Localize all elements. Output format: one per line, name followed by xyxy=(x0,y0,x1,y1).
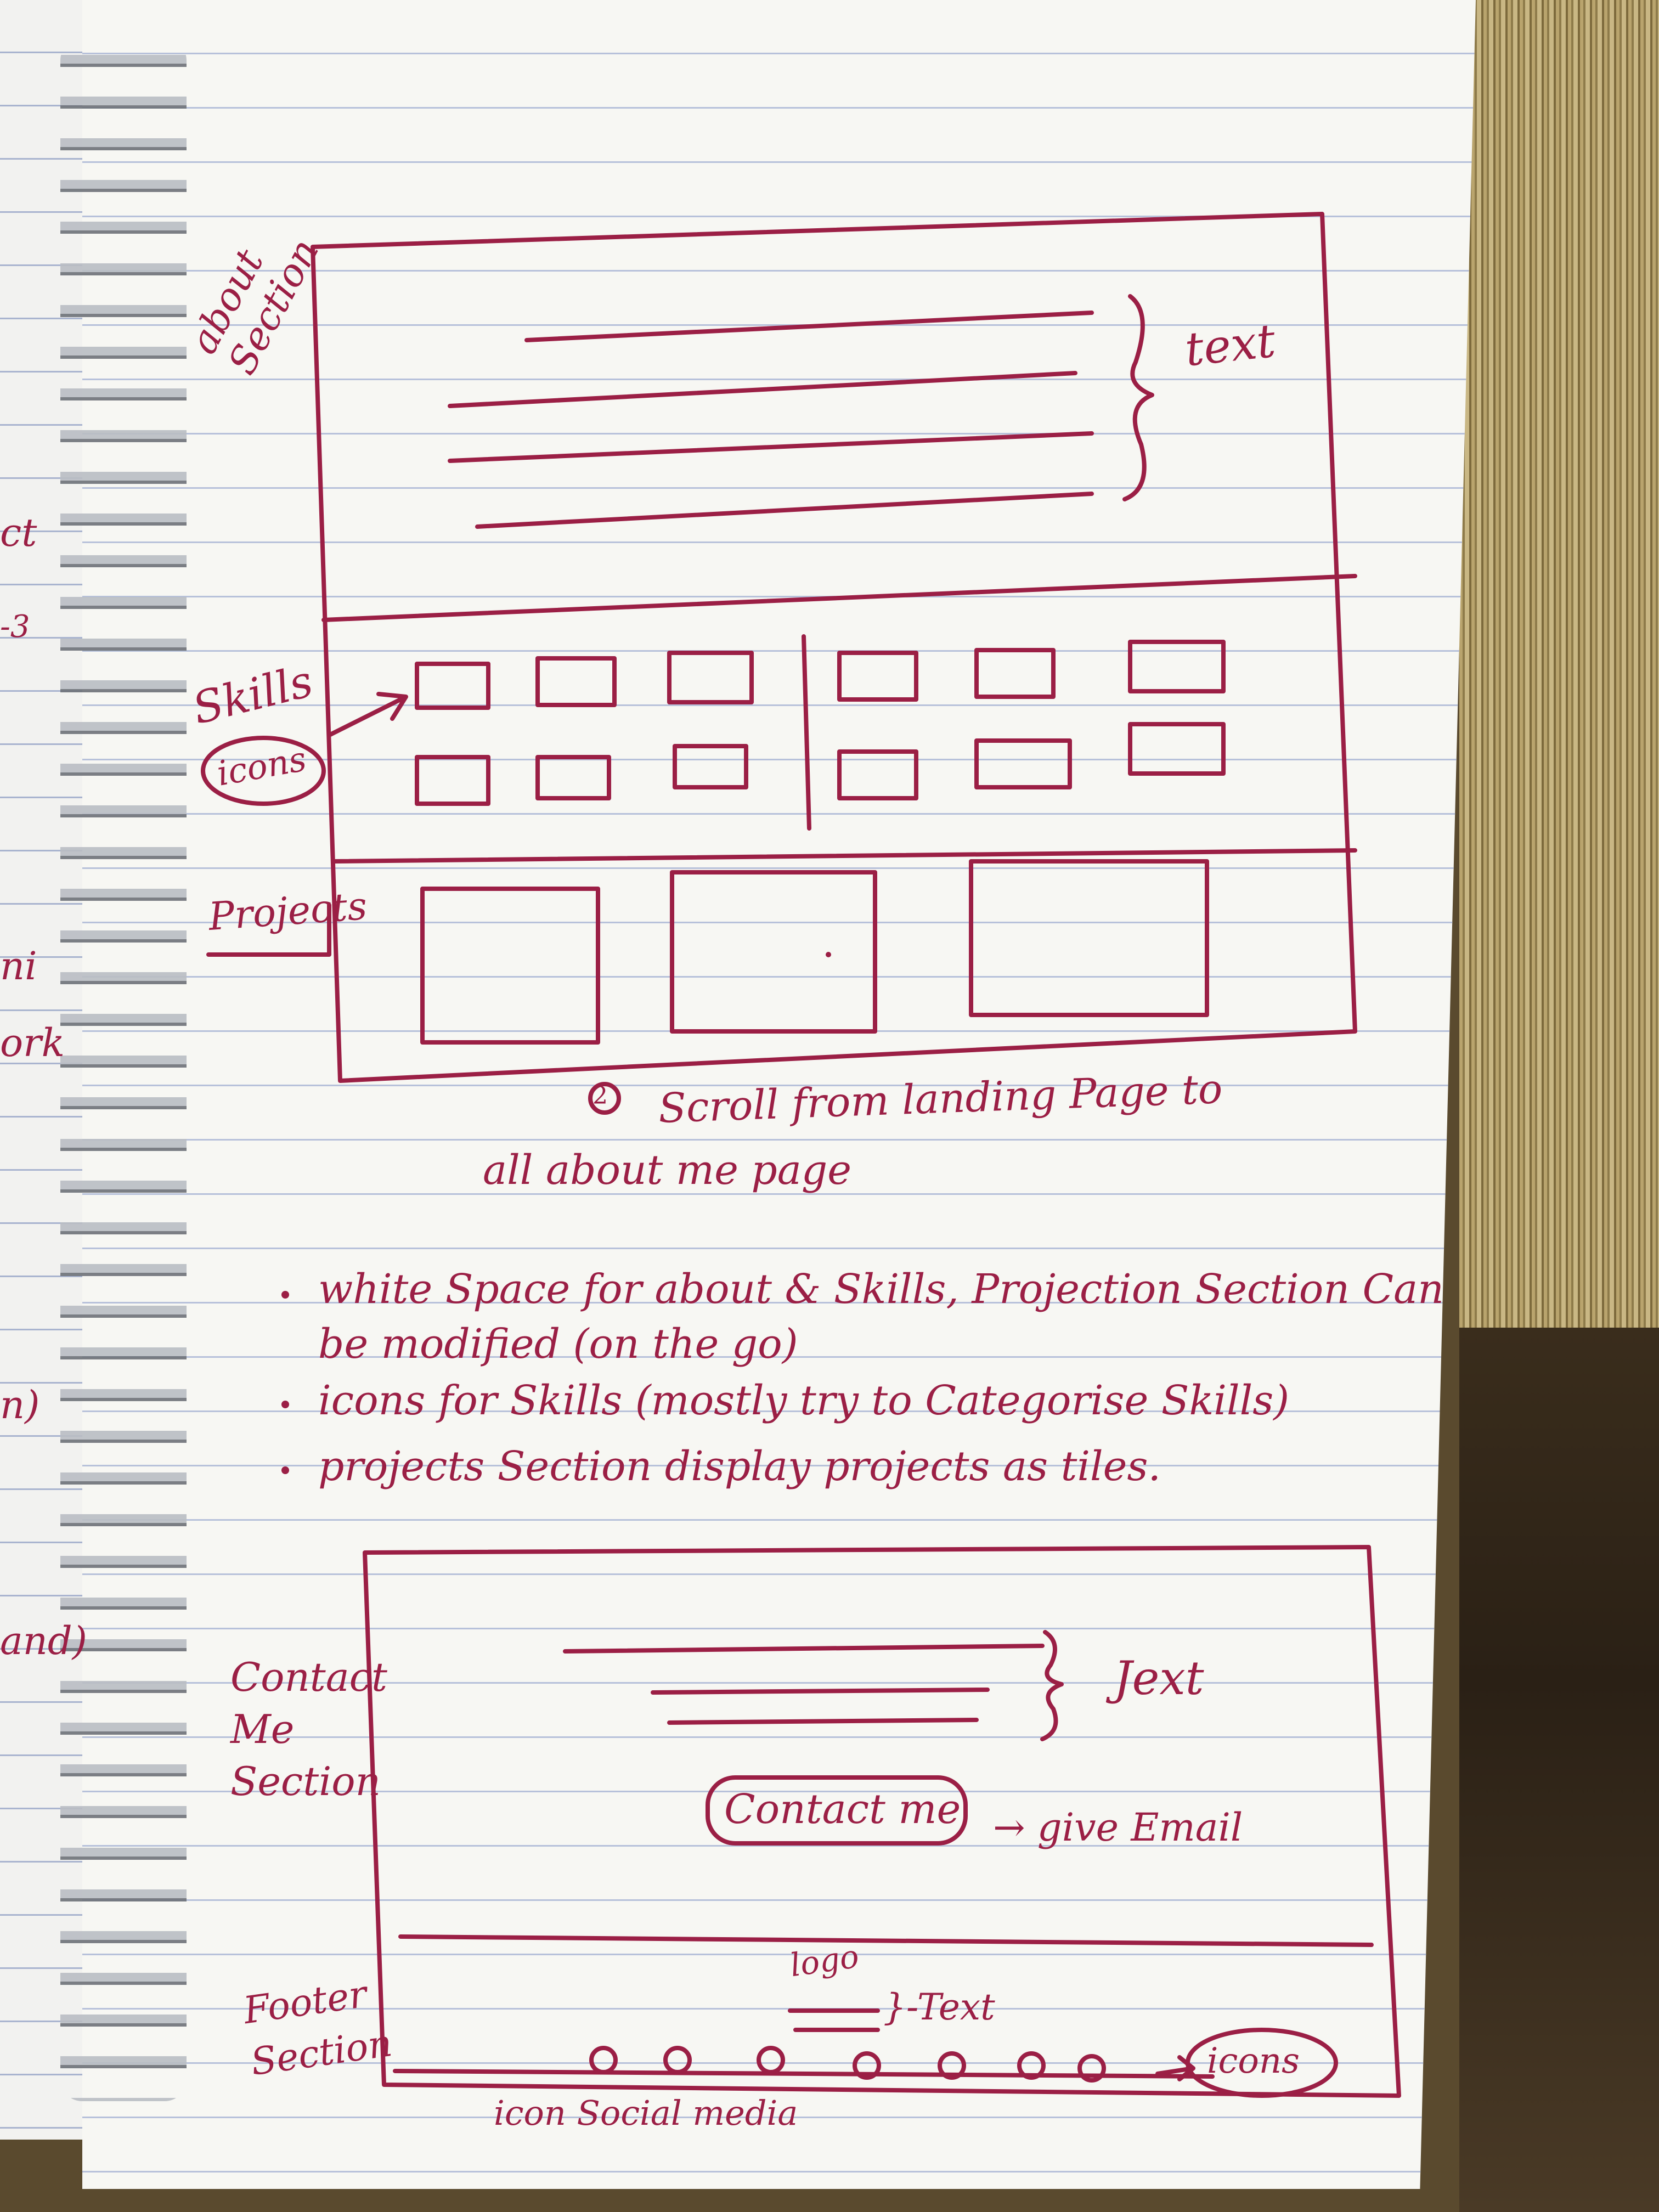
social-icon xyxy=(853,2051,881,2080)
social-media-note: icon Social media xyxy=(494,2093,798,2133)
text-brace-label: Jext xyxy=(1114,1651,1204,1705)
background-fabric xyxy=(1459,0,1659,1328)
skill-icon-box xyxy=(673,744,748,789)
scroll-note-number: 2 xyxy=(592,1082,608,1110)
skill-icon-box xyxy=(415,755,490,806)
skill-icon-box xyxy=(974,648,1056,699)
skill-icon-box xyxy=(974,738,1072,789)
footer-section-label: Footer Section xyxy=(241,1972,395,2085)
about-text-line xyxy=(448,431,1094,463)
bullet-dot xyxy=(281,1466,289,1474)
skill-icon-box xyxy=(1128,722,1226,776)
footer-baseline xyxy=(393,2069,1215,2079)
wireframe-outer-box xyxy=(311,212,1357,1083)
text-brace-label: text xyxy=(1182,313,1278,377)
about-text-line xyxy=(524,311,1094,342)
skill-icon-box xyxy=(415,662,490,710)
social-icon xyxy=(757,2046,785,2074)
about-text-line xyxy=(475,492,1094,529)
number-circle xyxy=(588,1082,621,1115)
bullet-dot xyxy=(281,1291,289,1299)
social-icon xyxy=(1077,2054,1106,2083)
contact-me-button[interactable]: Contact me xyxy=(724,1786,961,1833)
text-brace xyxy=(1040,1630,1064,1741)
social-icon xyxy=(663,2046,692,2074)
bullet-dot xyxy=(281,1401,289,1408)
about-text-line xyxy=(448,371,1077,408)
about-divider xyxy=(321,574,1357,622)
give-email-note: → give Email xyxy=(993,1805,1243,1850)
scroll-note-line2: all about me page xyxy=(483,1147,852,1194)
skill-icon-box xyxy=(1128,640,1226,693)
project-tile xyxy=(670,870,877,1034)
footer-divider xyxy=(398,1934,1374,1947)
skill-icon-box xyxy=(837,749,918,800)
spiral-binding xyxy=(60,38,187,2101)
skill-icon-box xyxy=(535,755,611,800)
icons-arrow xyxy=(327,692,408,737)
project-tile xyxy=(420,887,600,1045)
icons-circle xyxy=(201,736,326,806)
margin-scrap: n) xyxy=(0,1383,40,1427)
notebook-page xyxy=(82,0,1476,2189)
text-brace xyxy=(1122,294,1154,501)
skill-icon-box xyxy=(535,656,617,707)
margin-scrap: ork xyxy=(0,1020,65,1065)
contact-text-line xyxy=(667,1718,979,1725)
contact-text-line xyxy=(651,1688,990,1695)
margin-scrap: and) xyxy=(0,1618,87,1663)
bullet-item: white Space for about & Skills, Projecti… xyxy=(318,1266,1444,1368)
social-icon xyxy=(938,2051,966,2080)
bullet-item: projects Section display projects as til… xyxy=(318,1443,1161,1490)
dot-mark xyxy=(826,952,831,957)
footer-icons-label: icons xyxy=(1207,2041,1300,2081)
contact-text-line xyxy=(563,1644,1045,1654)
margin-scrap: ni xyxy=(0,944,37,989)
icons-circle xyxy=(1186,2028,1338,2098)
project-tile xyxy=(969,859,1209,1017)
skills-divider xyxy=(332,848,1357,864)
margin-scrap: ct xyxy=(0,510,37,555)
skill-icon-box xyxy=(837,651,918,702)
skill-icon-box xyxy=(667,651,754,704)
projects-bracket xyxy=(206,903,331,957)
contact-section-label: Contact Me Section xyxy=(230,1654,387,1804)
contact-outer-box xyxy=(363,1545,1401,2098)
logo-underline xyxy=(788,2008,880,2032)
skills-vertical-divider xyxy=(802,634,811,831)
footer-text-label: }-Text xyxy=(883,1986,995,2028)
social-icon xyxy=(589,2046,618,2074)
contact-button-outline xyxy=(706,1775,968,1846)
margin-scrap: -3 xyxy=(0,609,30,645)
social-icon xyxy=(1017,2051,1046,2080)
background-wood xyxy=(1459,1328,1659,2212)
bullet-item: icons for Skills (mostly try to Categori… xyxy=(318,1377,1290,1424)
